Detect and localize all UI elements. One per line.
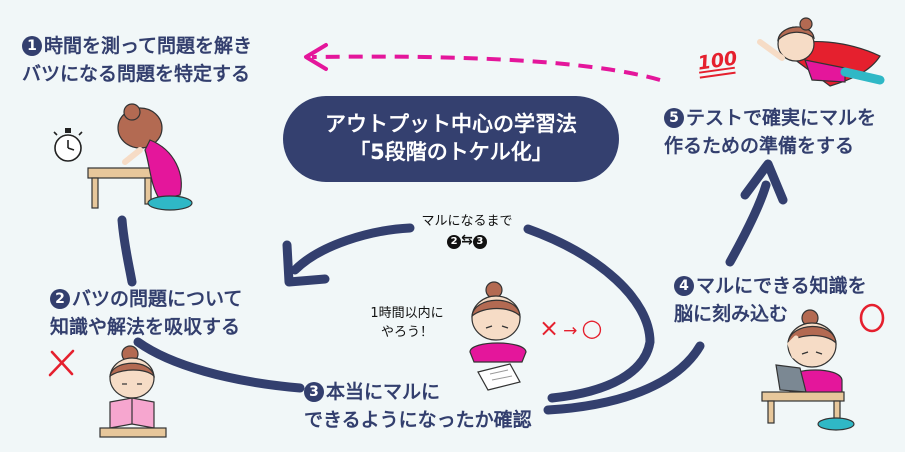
step-3-line2: できるようになったか確認: [304, 409, 532, 431]
arrowhead-4-5: [740, 159, 788, 205]
step-3-number: 3: [304, 382, 324, 402]
step-1-number: 1: [22, 36, 42, 56]
superhero-girl-illustration: [757, 17, 885, 87]
step-4-line2: 脳に刻み込む: [674, 303, 789, 325]
step-3-line1: 本当にマルに: [326, 381, 441, 403]
step-5-line2: 作るための準備をする: [664, 135, 855, 157]
red-circle-mark: [859, 303, 885, 333]
speech-line-2: やろう！: [380, 325, 433, 340]
connector-3-4: [543, 341, 705, 415]
step-5-line1: テストで確実にマルを: [686, 107, 877, 129]
hundred-points-icon: 100: [696, 47, 739, 79]
step-2-number: 2: [50, 289, 70, 309]
speech-line-1: 1時間以内に: [370, 306, 444, 321]
title-line-1: アウトプット中心の学習法: [325, 112, 577, 136]
loop-note: マルになるまで 2⇆3: [402, 212, 532, 250]
girl-laptop-illustration: [761, 309, 855, 431]
connector-1-2: [117, 215, 137, 287]
change-arrow: →: [563, 321, 578, 341]
red-cross-mark: [48, 349, 75, 377]
loop-cycle: 2⇆3: [402, 231, 532, 250]
cross-to-circle: ×→○: [539, 315, 602, 344]
step-4-line1: マルにできる知識を: [696, 275, 867, 297]
stopwatch-icon: [53, 128, 83, 162]
hundred-text: 100: [696, 47, 739, 75]
step-4-number: 4: [674, 276, 694, 296]
circle-mark: ○: [581, 314, 603, 342]
step-1-line2: バツになる問題を特定する: [22, 63, 251, 85]
speech-note: 1時間以内に やろう！: [352, 304, 462, 342]
girl-reading-illustration: [99, 345, 167, 438]
title-line-2: 「5段階のトケル化」: [349, 140, 553, 164]
loop-arrowhead: [282, 240, 330, 287]
center-title: アウトプット中心の学習法 「5段階のトケル化」: [283, 96, 619, 182]
dashed-arrowhead: [304, 43, 328, 71]
loop-arc-left: [290, 223, 415, 275]
dashed-return-arrow: [311, 54, 661, 82]
girl-studying-illustration: [87, 103, 193, 211]
step-5-number: 5: [664, 108, 684, 128]
step-1-line1: 時間を測って問題を解き: [44, 35, 253, 57]
connector-2-3: [133, 337, 305, 393]
arrow-4-5: [725, 180, 771, 267]
loop-from-number: 2: [447, 235, 462, 249]
loop-cycle-arrow: ⇆: [461, 232, 473, 248]
cross-mark: ×: [539, 314, 560, 342]
loop-to-number: 3: [472, 235, 487, 249]
loop-note-text: マルになるまで: [421, 214, 513, 229]
loop-arc-right: [523, 224, 655, 403]
girl-writing-illustration: [469, 281, 527, 391]
step-2-line2: 知識や解法を吸収する: [50, 316, 241, 338]
step-2-line1: バツの問題について: [72, 288, 243, 310]
